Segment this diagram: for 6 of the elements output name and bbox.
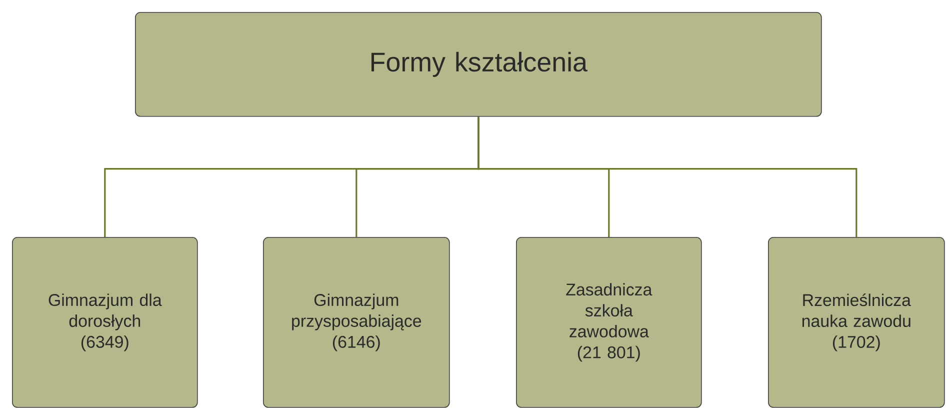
category-box: Gimnazjum przysposabiające (6146)	[263, 237, 450, 408]
connector-line	[478, 116, 858, 237]
category-box: Zasadnicza szkoła zawodowa (21 801)	[516, 237, 702, 408]
category-box: Gimnazjum dla dorosłych (6349)	[12, 237, 198, 408]
title-box: Formy kształcenia	[135, 12, 822, 117]
category-box: Rzemieślnicza nauka zawodu (1702)	[768, 237, 945, 408]
